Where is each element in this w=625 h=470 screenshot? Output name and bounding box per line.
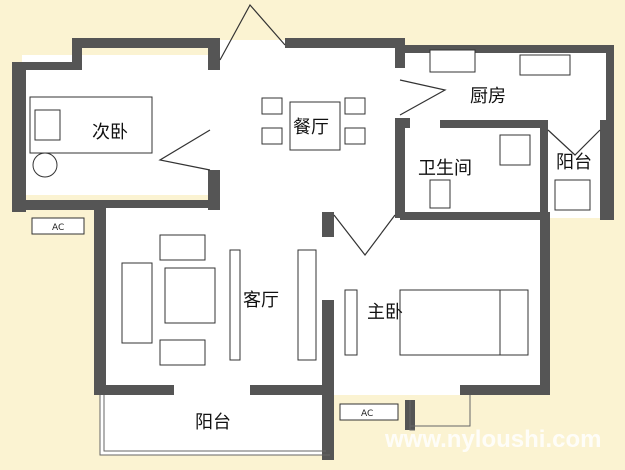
room-floors xyxy=(22,40,608,455)
ac-unit-left: AC xyxy=(31,217,85,235)
ac-unit-bottom: AC xyxy=(339,403,399,421)
furniture xyxy=(29,49,591,366)
label-living: 客厅 xyxy=(243,290,279,311)
svg-text:AC: AC xyxy=(52,223,64,233)
label-balcony-right: 阳台 xyxy=(556,152,592,173)
watermark-url: www.nyloushi.com xyxy=(384,426,601,453)
label-dining: 餐厅 xyxy=(293,117,329,138)
label-balcony-bottom: 阳台 xyxy=(195,412,231,433)
label-kitchen: 厨房 xyxy=(470,86,506,107)
svg-text:AC: AC xyxy=(361,409,373,419)
label-bathroom: 卫生间 xyxy=(418,158,472,179)
windows xyxy=(99,395,471,456)
doors xyxy=(158,3,601,256)
label-master-bedroom: 主卧 xyxy=(367,302,403,323)
label-second-bedroom: 次卧 xyxy=(92,122,128,143)
